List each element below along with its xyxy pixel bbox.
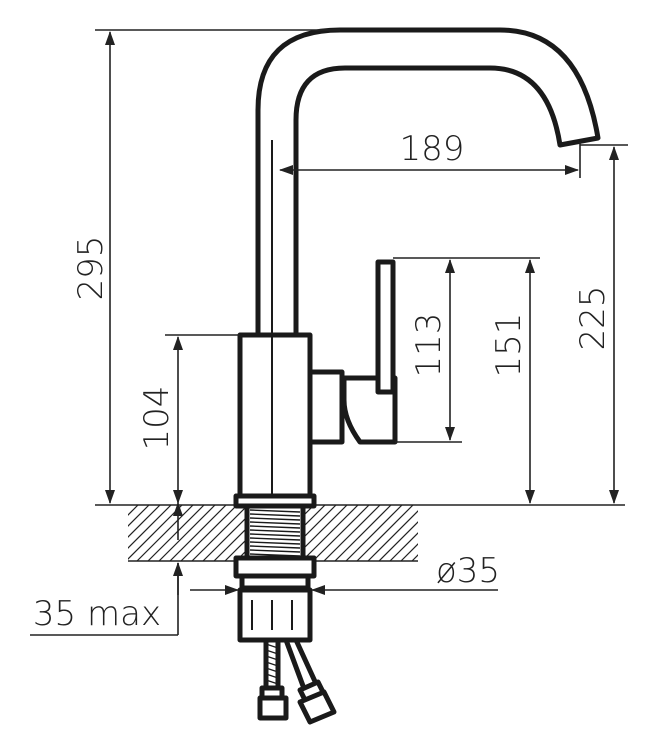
spout — [255, 27, 601, 338]
hatch-line — [60, 505, 116, 561]
braid-line — [265, 643, 279, 649]
thread-line — [249, 517, 301, 521]
thread-line — [249, 509, 301, 513]
hose-nut-right — [297, 689, 337, 725]
hatch-line — [180, 505, 238, 561]
handle-lever — [375, 259, 396, 395]
hatch-line — [158, 505, 216, 561]
thread-line — [249, 537, 301, 541]
hatch-line — [389, 532, 418, 561]
dim-total-height: 295 — [71, 29, 340, 504]
hatch-line — [312, 505, 370, 561]
hatch-line — [367, 510, 418, 561]
hatch-line — [128, 505, 161, 538]
dim-handle-length: 113 — [395, 259, 462, 443]
hatch-line — [128, 505, 150, 527]
thread-line — [249, 513, 301, 517]
braid-line — [265, 679, 279, 685]
dim-handle-top-height-label: 151 — [489, 313, 529, 378]
handle-neck — [307, 369, 345, 445]
body — [237, 332, 313, 501]
hatch-line — [71, 505, 127, 561]
hatch-line — [128, 505, 183, 560]
hatch-line — [169, 505, 227, 561]
thread-line — [249, 549, 301, 553]
hatch-line — [345, 505, 403, 561]
hatch-line — [334, 505, 392, 561]
hatch-line — [400, 543, 418, 561]
shank-threads — [249, 509, 301, 557]
dim-deck-thickness-label: 35 max — [33, 594, 161, 634]
countertop-hatch — [60, 504, 625, 562]
hatch-line — [191, 505, 249, 561]
hatch-line — [301, 505, 359, 561]
braid-line — [265, 649, 279, 655]
dim-body-height: 104 — [137, 334, 240, 504]
dim-total-height-label: 295 — [71, 236, 111, 301]
dim-spout-outlet-height: 225 — [573, 144, 628, 504]
braid-line — [265, 655, 279, 661]
mount-nut — [233, 555, 317, 579]
hatch-line — [128, 505, 139, 516]
thread-line — [249, 541, 301, 545]
dim-spout-reach: 189 — [279, 129, 581, 178]
hatch-line — [323, 505, 381, 561]
hatch-line — [378, 521, 418, 561]
dim-handle-length-label: 113 — [409, 313, 449, 378]
dim-deck-thickness: 35 max — [30, 502, 183, 636]
hatch-line — [356, 505, 414, 561]
hatch-line — [128, 505, 172, 549]
thread-line — [249, 533, 301, 537]
thread-line — [249, 521, 301, 525]
thread-line — [249, 529, 301, 533]
hatch-line — [147, 505, 205, 561]
braid-line — [265, 661, 279, 667]
dim-mount-diameter: ø35 — [190, 551, 500, 595]
dim-spout-reach-label: 189 — [400, 129, 465, 169]
dim-spout-outlet-height-label: 225 — [573, 286, 613, 351]
dim-body-height-label: 104 — [137, 386, 177, 451]
fixing-bracket — [237, 587, 313, 643]
mount-washer — [239, 573, 311, 591]
braid-line — [265, 667, 279, 673]
braid-line — [265, 673, 279, 679]
faucet-body — [233, 27, 601, 725]
thread-line — [249, 545, 301, 549]
hose-nut-left — [257, 695, 289, 721]
hatch-line — [136, 505, 194, 561]
thread-line — [249, 525, 301, 529]
dim-handle-top-height: 151 — [393, 257, 540, 504]
dim-mount-diameter-label: ø35 — [436, 551, 500, 591]
